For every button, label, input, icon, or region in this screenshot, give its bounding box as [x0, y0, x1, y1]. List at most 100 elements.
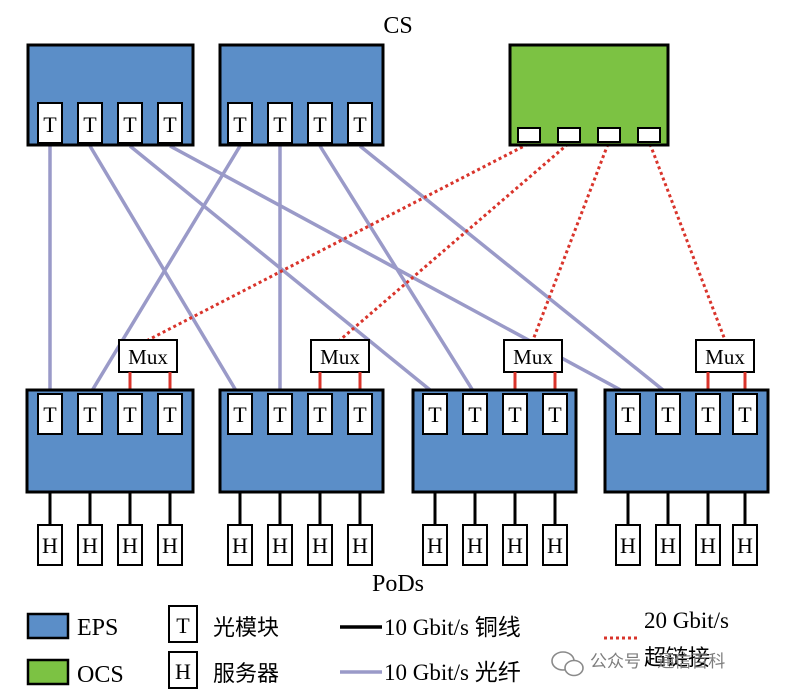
transceiver: T: [227, 393, 253, 435]
svg-text:H: H: [620, 533, 636, 558]
transceiver: T: [655, 393, 681, 435]
server: H: [502, 524, 528, 566]
transceiver: T: [267, 102, 293, 144]
svg-text:H: H: [660, 533, 676, 558]
pod-4: Mux T T T T H H H H: [603, 339, 770, 566]
svg-text:H: H: [82, 533, 98, 558]
svg-text:T: T: [353, 112, 367, 137]
mux: Mux: [503, 339, 563, 373]
transceiver: T: [117, 393, 143, 435]
super-links: [147, 142, 727, 342]
svg-text:T: T: [353, 402, 367, 427]
svg-text:T: T: [43, 402, 57, 427]
transceiver: T: [227, 102, 253, 144]
transceiver: T: [502, 393, 528, 435]
transceiver: T: [157, 102, 183, 144]
svg-text:T: T: [233, 112, 247, 137]
ocs-port: [517, 127, 541, 143]
legend-transceiver: T 光模块: [168, 605, 279, 643]
svg-text:T: T: [43, 112, 57, 137]
legend-server: H 服务器: [168, 651, 279, 689]
transceiver: T: [37, 393, 63, 435]
svg-text:Mux: Mux: [513, 345, 553, 369]
transceiver: T: [695, 393, 721, 435]
svg-text:H: H: [175, 659, 191, 684]
transceiver: T: [117, 102, 143, 144]
transceiver: T: [462, 393, 488, 435]
transceiver: T: [157, 393, 183, 435]
server: H: [422, 524, 448, 566]
cs-ocs-switch: [508, 43, 670, 147]
server: H: [732, 524, 758, 566]
svg-text:T: T: [83, 402, 97, 427]
server: H: [307, 524, 333, 566]
server: H: [117, 524, 143, 566]
svg-text:H: H: [42, 533, 58, 558]
svg-text:T: T: [273, 112, 287, 137]
server: H: [347, 524, 373, 566]
svg-text:H: H: [312, 533, 328, 558]
svg-text:T: T: [508, 402, 522, 427]
transceiver: T: [615, 393, 641, 435]
wechat-icon: [551, 651, 584, 677]
svg-text:H: H: [700, 533, 716, 558]
mux: Mux: [118, 339, 178, 373]
svg-text:H: H: [232, 533, 248, 558]
cs-eps-switch-1: T T T T: [26, 43, 195, 147]
svg-text:T: T: [661, 402, 675, 427]
transceiver: T: [77, 393, 103, 435]
svg-text:H: H: [427, 533, 443, 558]
svg-text:OCS: OCS: [77, 662, 124, 688]
svg-text:T: T: [548, 402, 562, 427]
server: H: [695, 524, 721, 566]
svg-text:超链接: 超链接: [644, 646, 710, 671]
transceiver: T: [422, 393, 448, 435]
legend-copper: 10 Gbit/s 铜线: [340, 615, 521, 640]
transceiver: T: [37, 102, 63, 144]
ocs-port: [597, 127, 621, 143]
svg-text:T: T: [163, 402, 177, 427]
transceiver: T: [307, 393, 333, 435]
svg-text:Mux: Mux: [320, 345, 360, 369]
transceiver: T: [307, 102, 333, 144]
svg-text:光模块: 光模块: [213, 616, 279, 641]
legend-fiber: 10 Gbit/s 光纤: [340, 660, 521, 685]
svg-text:H: H: [122, 533, 138, 558]
svg-text:10 Gbit/s 铜线: 10 Gbit/s 铜线: [384, 615, 521, 640]
server: H: [157, 524, 183, 566]
server: H: [267, 524, 293, 566]
svg-text:H: H: [162, 533, 178, 558]
legend: EPS OCS T 光模块 H 服务器 10 Gbit/s 铜线 10 Gbit…: [26, 605, 729, 689]
pod-2: Mux T T T T H H H H: [218, 339, 385, 566]
svg-text:H: H: [737, 533, 753, 558]
svg-text:服务器: 服务器: [213, 662, 279, 687]
server: H: [655, 524, 681, 566]
svg-text:T: T: [273, 402, 287, 427]
svg-text:T: T: [123, 402, 137, 427]
legend-superlink: 20 Gbit/s 超链接: [604, 608, 729, 671]
legend-ocs: OCS: [26, 658, 124, 688]
svg-text:H: H: [467, 533, 483, 558]
svg-text:T: T: [123, 112, 137, 137]
server: H: [227, 524, 253, 566]
svg-text:T: T: [313, 402, 327, 427]
svg-text:Mux: Mux: [128, 345, 168, 369]
transceiver: T: [267, 393, 293, 435]
svg-text:T: T: [468, 402, 482, 427]
pod-1: Mux T T T T H H H H: [25, 339, 195, 566]
svg-text:T: T: [163, 112, 177, 137]
pod-3: Mux T T T T H H H H: [411, 339, 578, 566]
svg-text:T: T: [738, 402, 752, 427]
legend-eps: EPS: [26, 612, 118, 641]
transceiver: T: [732, 393, 758, 435]
server: H: [37, 524, 63, 566]
svg-text:T: T: [83, 112, 97, 137]
svg-text:20 Gbit/s: 20 Gbit/s: [644, 608, 729, 633]
svg-text:T: T: [428, 402, 442, 427]
svg-text:H: H: [547, 533, 563, 558]
svg-text:T: T: [233, 402, 247, 427]
server: H: [462, 524, 488, 566]
svg-text:10 Gbit/s 光纤: 10 Gbit/s 光纤: [384, 660, 521, 685]
svg-text:H: H: [272, 533, 288, 558]
ocs-port: [557, 127, 581, 143]
